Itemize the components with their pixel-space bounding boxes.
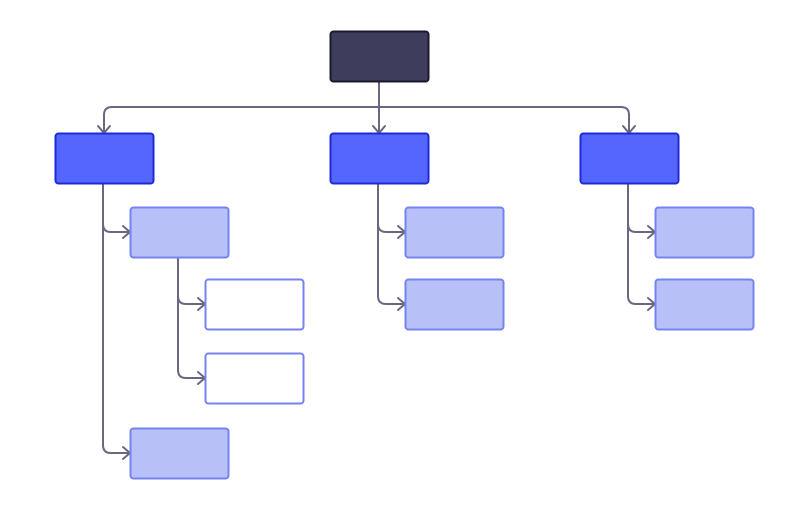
node-box [54, 132, 155, 185]
node-box [579, 132, 680, 185]
node-a2 [129, 427, 230, 480]
node-box [204, 352, 305, 405]
node-b [329, 132, 430, 185]
connector-a-a2 [102, 183, 131, 460]
node-b2 [404, 278, 505, 331]
node-box [129, 427, 230, 480]
node-a1b [204, 352, 305, 405]
node-a [54, 132, 155, 185]
connector-root-a [97, 81, 380, 134]
connector-c-c1 [627, 183, 656, 239]
node-box [654, 278, 755, 331]
node-c1 [654, 206, 755, 259]
node-b1 [404, 206, 505, 259]
connector-a-a1 [102, 183, 131, 239]
connector-b-b1 [377, 183, 406, 239]
node-box [329, 132, 430, 185]
node-c2 [654, 278, 755, 331]
node-a1a [204, 278, 305, 331]
node-box [654, 206, 755, 259]
connector-a1-a1b [177, 257, 206, 385]
node-box [129, 206, 230, 259]
connector-layer [97, 81, 656, 460]
node-box [329, 30, 430, 83]
node-root [329, 30, 430, 83]
connector-c-c2 [627, 183, 656, 311]
node-box [204, 278, 305, 331]
node-a1 [129, 206, 230, 259]
connector-b-b2 [377, 183, 406, 311]
connector-a1-a1a [177, 257, 206, 311]
node-layer [54, 30, 755, 480]
node-box [404, 278, 505, 331]
node-box [404, 206, 505, 259]
node-c [579, 132, 680, 185]
connector-root-c [378, 81, 636, 134]
